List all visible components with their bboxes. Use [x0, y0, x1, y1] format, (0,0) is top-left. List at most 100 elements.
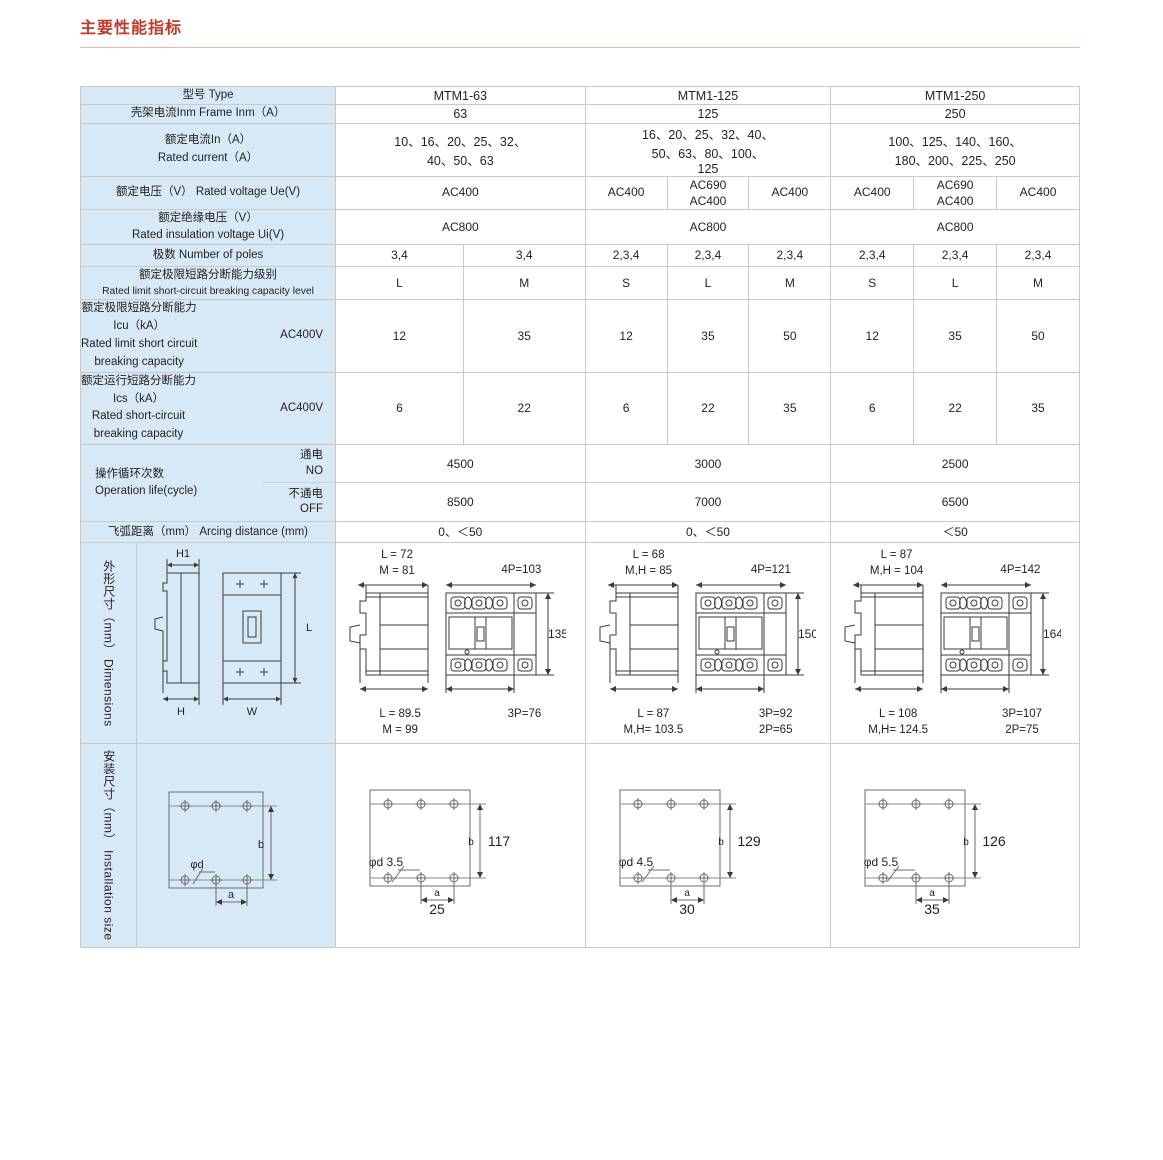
row-label-rated-current-en: Rated current（A） [157, 151, 259, 164]
row-label-operation-life-en: Operation life(cycle) [95, 484, 198, 497]
row-label-poles: 极数 Number of poles [79, 244, 337, 267]
dim63-side-bottom-m: M = 99 [382, 723, 418, 736]
row-label-ics-l2: Ics（kA） [112, 392, 165, 405]
install250-d: φd 5.5 [864, 855, 899, 869]
dim125-side-bottom: L = 87 M,H= 103.5 [623, 707, 683, 738]
legend-label-h: H [177, 706, 185, 718]
install250-b-value: 126 [983, 833, 1007, 849]
row-label-capacity-level-cn: 额定极限短路分断能力级别 [139, 268, 277, 281]
install250-b-letter: b [964, 837, 970, 848]
cell-insulation-63: AC800 [335, 208, 586, 246]
row-label-ics: 额定运行短路分断能力 Ics（kA） Rated short-circuit b… [79, 371, 337, 445]
table-row-operation-life-off: 8500 7000 6500 [81, 482, 1080, 522]
dim250-front-bottom: 3P=107 2P=75 [1002, 707, 1042, 738]
install125-a-letter: a [684, 888, 690, 899]
sublabel-operation-on-cn: 通电 [300, 449, 324, 462]
cell-icu-3: 12 [584, 299, 668, 373]
dim63-front-bottom: 3P=76 [508, 707, 542, 738]
dim250-side-top-l: L = 87 [880, 549, 913, 562]
cell-icu-1: 12 [335, 299, 464, 373]
cell-rated-current-125: 16、20、25、32、40、 50、63、80、100、 125 [584, 122, 832, 177]
row-label-rated-current: 额定电流In（A） Rated current（A） [79, 122, 337, 177]
table-row-insulation-voltage: 额定绝缘电压（V） Rated insulation voltage Ui(V)… [79, 208, 1080, 246]
legend-label-h1: H1 [176, 548, 190, 560]
row-label-operation-life-cn: 操作循环次数 [95, 467, 164, 480]
table-row-poles: 极数 Number of poles 3,4 3,4 2,3,4 2,3,4 2… [79, 244, 1080, 267]
table-row-ics: 额定运行短路分断能力 Ics（kA） Rated short-circuit b… [79, 371, 1080, 445]
row-label-insulation-voltage: 额定绝缘电压（V） Rated insulation voltage Ui(V) [79, 208, 337, 246]
row-label-insulation-cn: 额定绝缘电压（V） [158, 211, 258, 224]
row-label-capacity-level: 额定极限短路分断能力级别 Rated limit short-circuit b… [79, 265, 337, 301]
table-row-operation-life-on: 操作循环次数 Operation life(cycle) 通电 NO [79, 443, 1080, 522]
dim63-side-bottom: L = 89.5 M = 99 [379, 707, 420, 738]
dimension-drawing-63: L = 72 M = 81 4P=103 [335, 542, 586, 745]
cell-insulation-125: AC800 [584, 208, 832, 246]
sublabel-operation-off: 不通电 OFF [263, 483, 335, 521]
install63-a-letter: a [434, 888, 440, 899]
dim125-side-top-m: M,H = 85 [625, 564, 673, 577]
cell-level-7: L [913, 265, 998, 301]
install125-d: φd 4.5 [618, 855, 653, 869]
sublabel-operation-on: 通电 NO [263, 445, 336, 484]
dim250-height: 164 [1043, 627, 1061, 641]
cell-level-4: L [666, 265, 750, 301]
cell-icu-2: 35 [462, 299, 586, 373]
dim125-side-top-l: L = 68 [632, 549, 665, 562]
row-label-installation-en: Installation size [101, 850, 116, 941]
install-drawing-63-icon: b 117 φd 3.5 a 25 [369, 789, 510, 916]
install63-d: φd 3.5 [369, 855, 404, 869]
table-row-frame-current: 壳架电流Inm Frame Inm（A） 63 125 250 [79, 104, 1080, 124]
row-label-rated-current-cn: 额定电流In（A） [164, 134, 252, 147]
dim250-side-top-m: M,H = 104 [869, 564, 924, 577]
row-label-arcing: 飞弧距离（mm） Arcing distance (mm) [79, 520, 337, 544]
install125-b-letter: b [718, 837, 724, 848]
cell-icu-7: 35 [913, 299, 998, 373]
sublabel-operation-off-cn: 不通电 [288, 487, 324, 500]
cell-poles-1: 3,4 [335, 244, 464, 267]
cell-voltage-125-l: AC690 AC400 [666, 175, 750, 210]
row-label-dimensions-cn: 外形尺寸（mm） [101, 559, 116, 656]
dim250-front-bottom-2p: 2P=75 [1005, 723, 1039, 736]
dim125-front-bottom-3p: 3P=92 [758, 708, 793, 721]
cell-voltage-250-m: AC400 [996, 175, 1080, 210]
cell-rated-current-63: 10、16、20、25、32、 40、50、63 [335, 122, 586, 177]
cell-level-3: S [584, 265, 668, 301]
cell-icu-5: 50 [748, 299, 832, 373]
cell-arcing-63: 0、＜50 [335, 520, 586, 544]
cell-icu-6: 12 [830, 299, 915, 373]
row-label-icu-l1: 额定极限短路分断能力 [81, 302, 197, 315]
cell-ics-1: 6 [335, 371, 464, 445]
row-sublabel-ics-voltage: AC400V [280, 401, 324, 414]
install63-a-value: 25 [429, 901, 445, 916]
table-row-icu: 额定极限短路分断能力 Icu（kA） Rated limit short cir… [79, 299, 1080, 373]
dim63-height: 135 [548, 627, 566, 641]
legend-label-l: L [306, 622, 312, 634]
breaker-drawing-63-icon: 135 [349, 582, 566, 694]
cell-ics-2: 22 [462, 371, 586, 445]
dim125-side-bottom-m: M,H= 103.5 [623, 723, 684, 736]
row-label-installation-cn: 安装尺寸（mm） [101, 750, 116, 847]
row-label-type: 型号 Type [79, 85, 337, 106]
title-divider [80, 47, 1080, 48]
dim250-front-bottom-3p: 3P=107 [1002, 708, 1043, 721]
dim250-side-bottom: L = 108 M,H= 124.5 [868, 707, 928, 738]
dim63-front-bottom-3p: 3P=76 [507, 708, 542, 721]
row-label-icu-l2: Icu（kA） [113, 320, 166, 333]
install-legend-drawing-icon: b a φd [168, 791, 278, 906]
dimensions-legend: H1 H W L [136, 542, 337, 745]
table-row-type: 型号 Type MTM1-63 MTM1-125 MTM1-250 [79, 85, 1080, 106]
sublabel-operation-on-en: NO [305, 464, 324, 477]
cell-poles-6: 2,3,4 [830, 244, 915, 267]
cell-ics-5: 35 [748, 371, 832, 445]
legend-drawing-icon: H1 H W L [154, 548, 312, 718]
row-sublabel-icu-voltage: AC400V [280, 329, 324, 342]
dim250-front-top: 4P=142 [1000, 563, 1041, 576]
install-drawing-125-icon: b 129 φd 4.5 a 30 [618, 789, 761, 916]
dim125-front-bottom-2p: 2P=65 [758, 723, 793, 736]
cell-type-63: MTM1-63 [335, 85, 586, 106]
row-label-insulation-en: Rated insulation voltage Ui(V) [131, 229, 285, 242]
breaker-drawing-250-icon: 164 [844, 582, 1061, 694]
row-label-capacity-level-en: Rated limit short-circuit breaking capac… [102, 286, 314, 298]
cell-level-1: L [335, 265, 464, 301]
cell-type-250: MTM1-250 [830, 85, 1080, 106]
